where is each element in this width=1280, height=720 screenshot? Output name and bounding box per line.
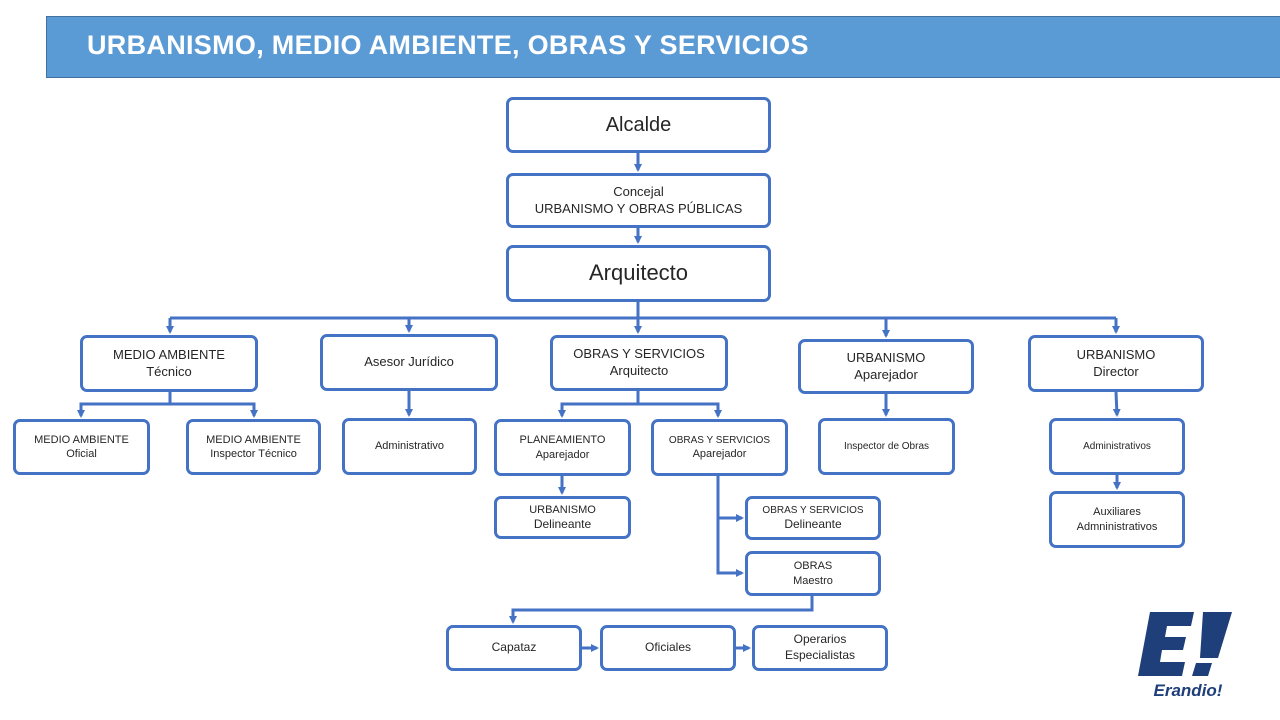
node-alcalde: Alcalde: [506, 97, 771, 153]
node-line: Auxiliares: [1093, 506, 1141, 519]
node-line: Aparejador: [854, 366, 918, 382]
node-line: Aparejador: [535, 448, 590, 461]
logo-wordmark: Erandio!: [1154, 681, 1223, 700]
node-line: URBANISMO: [1076, 346, 1156, 362]
erandio-logo: Erandio!: [1138, 612, 1232, 700]
node-urb-aparejador: URBANISMO Aparejador: [798, 339, 974, 394]
node-ma-inspector: MEDIO AMBIENTE Inspector Técnico: [186, 419, 321, 475]
node-line: Oficiales: [644, 640, 691, 655]
node-line: Aparejador: [692, 447, 747, 460]
link-os-apa-trunk: [716, 476, 744, 577]
node-obras-maestro: OBRAS Maestro: [745, 551, 881, 596]
node-inspector-obras: Inspector de Obras: [818, 418, 955, 475]
node-line: Alcalde: [605, 114, 672, 136]
node-line: MEDIO AMBIENTE: [206, 433, 301, 446]
node-os-aparejador: OBRAS Y SERVICIOS Aparejador: [651, 419, 788, 476]
node-line: Operarios: [793, 632, 847, 647]
node-line: Arquitecto: [588, 260, 689, 286]
node-line: Arquitecto: [609, 363, 669, 378]
node-line: OBRAS: [793, 560, 833, 573]
node-line: MEDIO AMBIENTE: [113, 346, 225, 362]
node-concejal: Concejal URBANISMO Y OBRAS PÚBLICAS: [506, 173, 771, 228]
node-line: OBRAS Y SERVICIOS: [762, 504, 864, 516]
node-capataz: Capataz: [446, 625, 582, 671]
node-line: Delineante: [784, 516, 842, 531]
node-line: Delineante: [533, 516, 592, 531]
node-ma-tecnico: MEDIO AMBIENTE Técnico: [80, 335, 258, 392]
link-os-arq-os-apa: [638, 402, 722, 418]
node-line: Director: [1093, 363, 1139, 379]
node-line: URBANISMO: [846, 349, 926, 365]
link-ma-tecnico-inspector: [170, 402, 258, 418]
node-urb-director: URBANISMO Director: [1028, 335, 1204, 392]
node-line: PLANEAMIENTO: [519, 434, 606, 447]
node-line: Técnico: [146, 363, 192, 379]
page-title: URBANISMO, MEDIO AMBIENTE, OBRAS Y SERVI…: [87, 30, 809, 60]
node-line: OBRAS Y SERVICIOS: [573, 346, 705, 362]
link-ma-tecnico-bus: [77, 392, 172, 418]
node-line: URBANISMO: [529, 503, 596, 516]
link-maestro-capataz: [509, 596, 814, 624]
link-os-arq-plan: [558, 391, 640, 418]
node-line: Maestro: [793, 574, 833, 587]
node-line: Capataz: [491, 640, 537, 655]
node-line: URBANISMO Y OBRAS PÚBLICAS: [534, 200, 743, 216]
link-director-administrativos: [1112, 391, 1121, 417]
node-ma-oficial: MEDIO AMBIENTE Oficial: [13, 419, 150, 475]
node-os-arquitecto: OBRAS Y SERVICIOS Arquitecto: [550, 335, 728, 391]
node-line: Oficial: [66, 448, 97, 460]
node-auxiliares: Auxiliares Admninistrativos: [1049, 491, 1185, 548]
node-operarios: Operarios Especialistas: [752, 625, 888, 671]
node-line: Concejal: [613, 183, 664, 199]
node-asesor: Asesor Jurídico: [320, 334, 498, 391]
node-oficiales: Oficiales: [600, 625, 736, 671]
node-arquitecto: Arquitecto: [506, 245, 771, 302]
node-line: Admninistrativos: [1076, 520, 1158, 533]
node-line: Especialistas: [784, 648, 856, 662]
node-urb-delineante: URBANISMO Delineante: [494, 496, 631, 539]
node-administrativos: Administrativos: [1049, 418, 1185, 475]
node-line: MEDIO AMBIENTE: [34, 433, 129, 446]
node-plan-aparejador: PLANEAMIENTO Aparejador: [494, 419, 631, 476]
node-line: Inspector Técnico: [210, 448, 297, 460]
node-os-delineante: OBRAS Y SERVICIOS Delineante: [745, 496, 881, 540]
node-line: Inspector de Obras: [843, 441, 930, 452]
node-line: Asesor Jurídico: [364, 354, 454, 370]
title-banner: URBANISMO, MEDIO AMBIENTE, OBRAS Y SERVI…: [46, 16, 1280, 78]
node-line: Administrativo: [374, 440, 445, 453]
node-administrativo: Administrativo: [342, 418, 477, 475]
node-line: OBRAS Y SERVICIOS: [668, 434, 771, 446]
node-line: Administrativos: [1083, 441, 1151, 452]
